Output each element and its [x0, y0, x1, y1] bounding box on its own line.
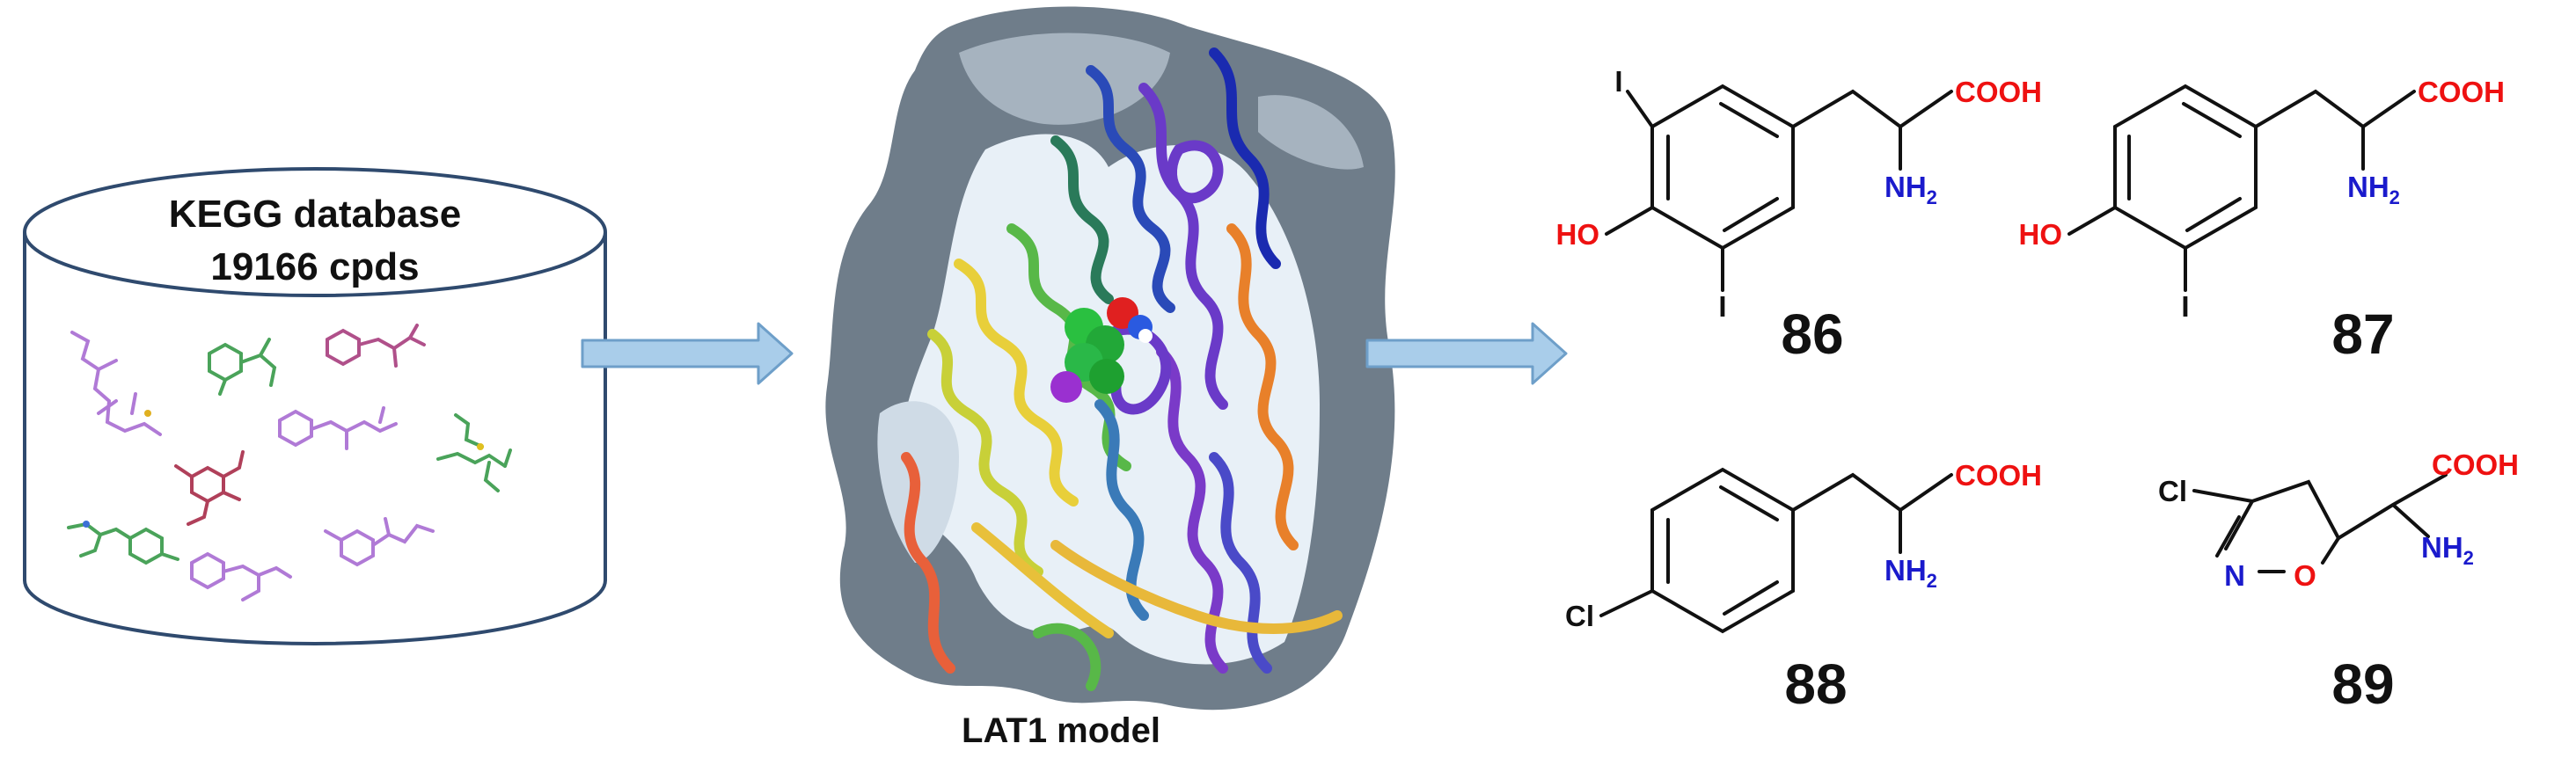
iodine-top-label: I	[1614, 65, 1622, 98]
thumbnail-molecule	[190, 551, 292, 601]
compound-number: 88	[1784, 652, 1847, 716]
thumbnail-molecule	[326, 324, 426, 368]
thumbnail-molecule	[174, 450, 245, 526]
compound-88-structure: Cl COOH NH2 88	[1565, 459, 2042, 716]
compound-number: 89	[2331, 652, 2394, 716]
amine-label: NH2	[1884, 171, 1937, 208]
hydroxyl-label: HO	[1556, 218, 1600, 251]
compound-89-structure: Cl N O COOH NH2 89	[2158, 448, 2519, 716]
thumbnail-molecule	[278, 406, 398, 450]
compound-86-structure: I HO I COOH NH2 86	[1556, 65, 2043, 366]
ring-oxygen-label: O	[2294, 559, 2316, 592]
database-subtitle: 19166 cpds	[210, 245, 419, 288]
compound-87-structure: HO I COOH NH2 87	[2019, 76, 2506, 366]
thumbnail-molecule	[208, 338, 277, 396]
process-arrow-left	[581, 322, 794, 385]
lat1-protein-model: LAT1 model	[825, 6, 1395, 750]
compound-number: 87	[2331, 302, 2394, 366]
thumbnail-molecule	[436, 413, 512, 492]
process-arrow-right	[1365, 322, 1568, 385]
compound-number: 86	[1781, 302, 1843, 366]
ring-nitrogen-label: N	[2224, 559, 2245, 592]
chlorine-label: Cl	[1565, 600, 1594, 632]
thumbnail-molecule	[324, 517, 435, 567]
model-caption: LAT1 model	[962, 711, 1160, 750]
carboxyl-label: COOH	[2432, 448, 2519, 481]
database-title: KEGG database	[169, 193, 462, 236]
carboxyl-label: COOH	[1955, 459, 2042, 492]
carboxyl-label: COOH	[1955, 76, 2042, 108]
amine-label: NH2	[1884, 554, 1937, 592]
iodine-label: I	[2181, 290, 2189, 323]
carboxyl-label: COOH	[2418, 76, 2505, 108]
iodine-bottom-label: I	[1718, 290, 1726, 323]
hydroxyl-label: HO	[2019, 218, 2063, 251]
compound-thumbnails	[67, 324, 512, 601]
thumbnail-molecule	[67, 521, 179, 565]
amine-label: NH2	[2347, 171, 2400, 208]
thumbnail-molecule	[70, 331, 162, 436]
kegg-database-cylinder: KEGG database 19166 cpds	[23, 167, 607, 645]
bound-ligand-spheres	[1050, 297, 1153, 403]
amine-label: NH2	[2421, 531, 2474, 569]
chlorine-label: Cl	[2158, 475, 2187, 507]
protein-helices	[901, 47, 1343, 691]
